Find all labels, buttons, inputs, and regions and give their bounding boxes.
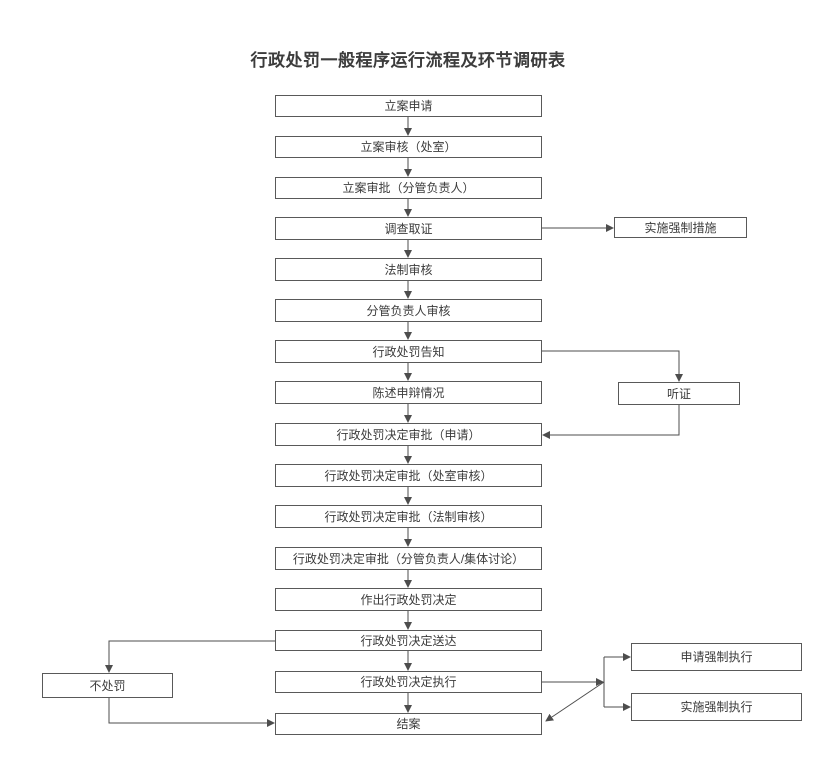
node-label: 不处罚 [89,678,126,693]
node-label: 陈述申辩情况 [372,385,445,400]
node-investigation-evidence: 调查取证 [275,217,542,240]
node-label: 行政处罚决定执行 [360,675,457,689]
node-label: 行政处罚告知 [372,344,445,359]
node-label: 行政处罚决定审批（法制审核） [324,509,493,524]
node-implement-compulsory-execution: 实施强制执行 [631,693,802,721]
node-label: 实施强制措施 [644,220,717,235]
node-label: 行政处罚决定审批（分管负责人/集体讨论） [292,551,525,566]
node-decision-approval-legal-review: 行政处罚决定审批（法制审核） [275,505,542,528]
node-decision-approval-leader-discussion: 行政处罚决定审批（分管负责人/集体讨论） [275,547,542,570]
node-label: 听证 [666,386,691,401]
node-decision-delivery: 行政处罚决定送达 [275,630,542,651]
edge-no-penalty-to-case-closed [108,698,275,727]
node-label: 立案申请 [384,99,433,113]
edge-branch-to-case-closed-diagonal [545,681,605,722]
node-compulsory-measures: 实施强制措施 [614,217,747,238]
node-label: 立案审批（分管负责人） [342,181,475,195]
node-label: 结案 [396,717,421,731]
node-decision-execution: 行政处罚决定执行 [275,671,542,693]
node-no-penalty: 不处罚 [42,673,173,698]
page-title: 行政处罚一般程序运行流程及环节调研表 [250,51,566,70]
node-label: 申请强制执行 [680,650,753,664]
node-apply-compulsory-execution: 申请强制执行 [631,643,802,671]
node-case-closed: 结案 [275,713,542,735]
node-filing-application: 立案申请 [275,95,542,117]
edge-notification-to-hearing [542,350,683,382]
node-label: 行政处罚决定审批（处室审核） [324,468,493,483]
node-penalty-notification: 行政处罚告知 [275,340,542,363]
edge-hearing-to-approval-application [542,405,680,439]
node-filing-review: 立案审核（处室） [275,136,542,158]
node-legal-review: 法制审核 [275,258,542,281]
node-label: 行政处罚决定送达 [360,633,457,648]
node-statement-defense: 陈述申辩情况 [275,381,542,404]
node-label: 立案审核（处室） [360,140,457,154]
node-decision-approval-application: 行政处罚决定审批（申请） [275,423,542,446]
node-label: 实施强制执行 [680,700,753,714]
node-filing-approval: 立案审批（分管负责人） [275,177,542,199]
node-label: 行政处罚决定审批（申请） [336,427,481,442]
node-make-penalty-decision: 作出行政处罚决定 [275,588,542,611]
edge-delivery-to-no-penalty [105,640,275,673]
node-label: 调查取证 [384,221,433,236]
node-label: 分管负责人审核 [366,303,451,318]
node-decision-approval-dept-review: 行政处罚决定审批（处室审核） [275,464,542,487]
node-hearing: 听证 [618,382,740,405]
node-label: 作出行政处罚决定 [360,592,457,607]
node-leader-review: 分管负责人审核 [275,299,542,322]
node-label: 法制审核 [384,262,433,277]
